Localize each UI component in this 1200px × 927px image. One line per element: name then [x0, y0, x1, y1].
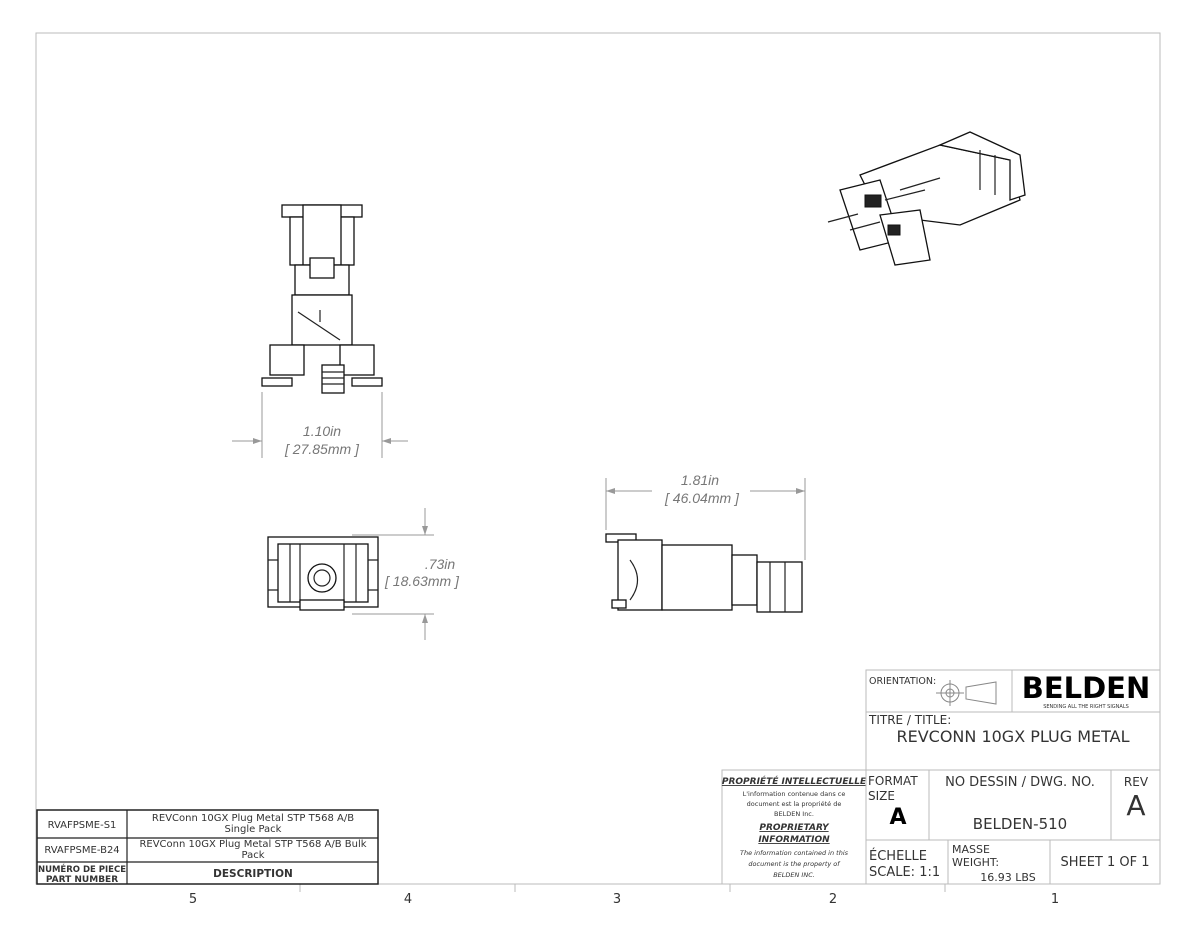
en-heading: INFORMATION	[758, 835, 830, 845]
zone-3: 3	[613, 892, 621, 907]
en-line: document is the property of	[748, 860, 841, 868]
length-dimension: 1.81in [ 46.04mm ]	[605, 472, 806, 560]
part-description: REVConn 10GX Plug Metal STP T568 A/B	[152, 813, 354, 824]
fr-line: BELDEN Inc.	[774, 810, 814, 818]
en-line: BELDEN INC.	[773, 871, 815, 879]
width-mm: [ 27.85mm ]	[284, 441, 360, 457]
weight-label: WEIGHT:	[952, 856, 999, 869]
width-in: 1.10in	[303, 423, 341, 439]
front-view	[261, 204, 383, 394]
title-label: TITRE / TITLE:	[868, 713, 951, 727]
zone-4: 4	[404, 892, 412, 907]
part-number: RVAFPSME-B24	[44, 845, 119, 856]
en-heading: PROPRIETARY	[759, 823, 830, 833]
belden-logo: BELDEN	[1022, 671, 1151, 705]
orientation-label: ORIENTATION:	[869, 676, 936, 687]
orientation-icon	[936, 680, 997, 706]
weight-value: 16.93 LBS	[980, 871, 1035, 884]
length-mm: [ 46.04mm ]	[664, 490, 740, 506]
drawing-title: REVCONN 10GX PLUG METAL	[896, 727, 1129, 746]
parts-table: RVAFPSME-S1 REVConn 10GX Plug Metal STP …	[36, 809, 379, 885]
side-view	[605, 533, 803, 613]
title-block	[865, 669, 1161, 885]
width-dimension: 1.10in [ 27.85mm ]	[232, 392, 408, 458]
dwg-label: NO DESSIN / DWG. NO.	[945, 775, 1095, 790]
part-number: RVAFPSME-S1	[48, 820, 117, 831]
sheet-border	[35, 32, 1161, 885]
part-description: Pack	[242, 850, 265, 861]
en-line: The information contained in this	[740, 849, 849, 857]
isometric-view	[827, 131, 1026, 266]
logo-tagline: SENDING ALL THE RIGHT SIGNALS	[1043, 704, 1129, 710]
rev-label: REV	[1124, 775, 1149, 789]
weight-label-fr: MASSE	[952, 843, 990, 856]
height-in: .73in	[425, 556, 456, 572]
height-dimension: .73in [ 18.63mm ]	[352, 508, 460, 640]
size-value: A	[889, 805, 906, 830]
sheet-number: SHEET 1 OF 1	[1060, 855, 1149, 870]
zone-ticks	[299, 884, 946, 892]
format-label: FORMAT	[868, 774, 918, 788]
size-label: SIZE	[868, 789, 895, 803]
zone-2: 2	[829, 892, 837, 907]
rev-value: A	[1126, 789, 1145, 822]
fr-heading: PROPRIÉTÉ INTELLECTUELLE	[722, 775, 867, 787]
proprietary-notice: PROPRIÉTÉ INTELLECTUELLE L'information c…	[721, 769, 867, 885]
zone-5: 5	[189, 892, 197, 907]
height-mm: [ 18.63mm ]	[384, 573, 460, 589]
dwg-number: BELDEN-510	[973, 815, 1067, 833]
part-description: Single Pack	[225, 824, 282, 835]
fr-line: L'information contenue dans ce	[743, 790, 846, 798]
header-part-number: PART NUMBER	[46, 875, 118, 885]
scale-label-fr: ÉCHELLE	[869, 848, 927, 864]
header-description: DESCRIPTION	[213, 868, 293, 880]
scale-label: SCALE: 1:1	[869, 865, 940, 880]
zone-1: 1	[1051, 892, 1059, 907]
length-in: 1.81in	[681, 472, 719, 488]
fr-line: document est la propriété de	[747, 800, 842, 808]
header-part-number-fr: NUMÉRO DE PIECE	[38, 863, 126, 875]
part-description: REVConn 10GX Plug Metal STP T568 A/B Bul…	[139, 839, 366, 850]
end-view	[267, 536, 379, 611]
